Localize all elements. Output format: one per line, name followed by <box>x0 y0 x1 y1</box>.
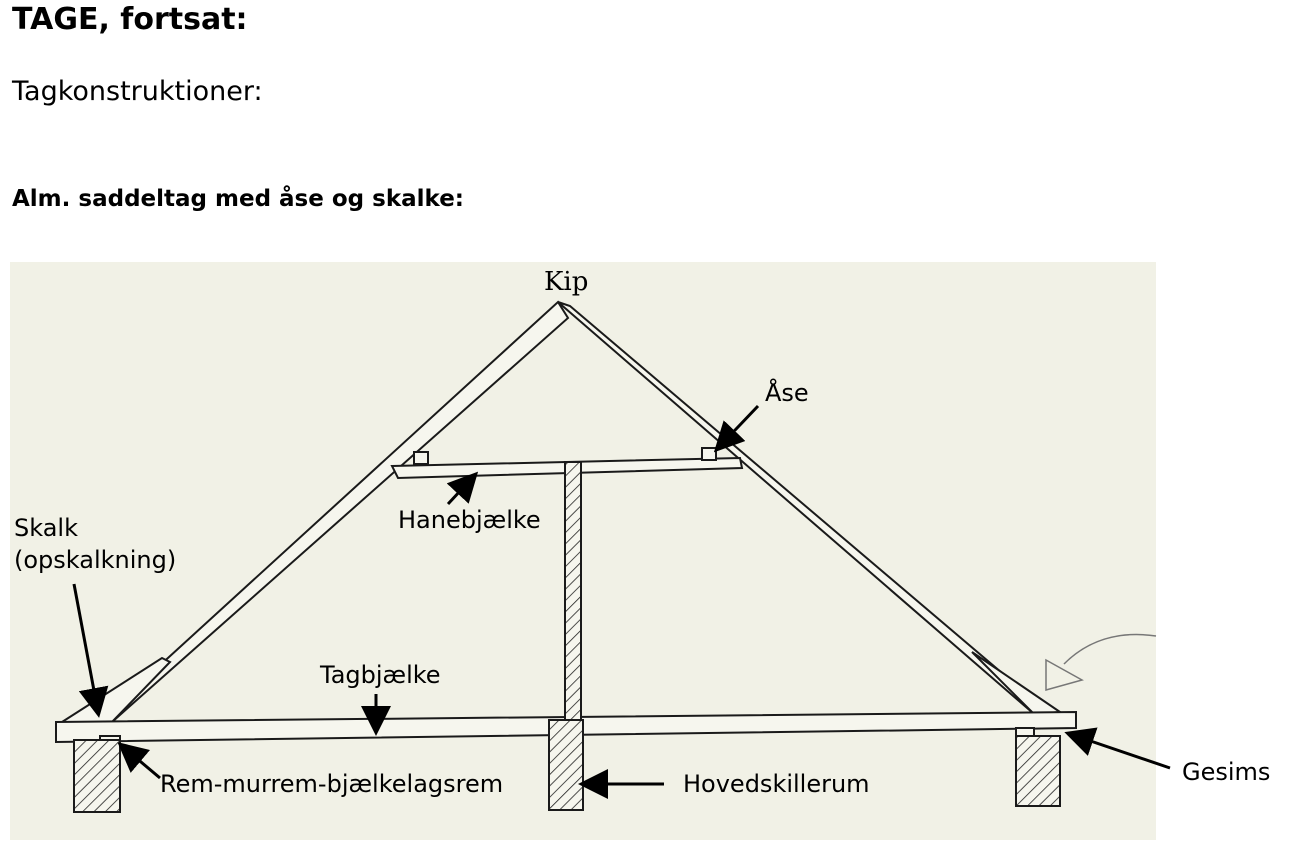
label-hanebjaelke: Hanebjælke <box>398 506 541 534</box>
label-tagbjaelke: Tagbjælke <box>319 661 441 689</box>
label-skalk: Skalk <box>14 514 78 542</box>
rem-arrow <box>117 742 161 780</box>
roof-structure <box>55 300 1077 747</box>
leader-arrows <box>72 404 1171 799</box>
right-purlin <box>701 447 717 461</box>
label-opskalkning: (opskalkning) <box>14 546 176 574</box>
skalk-arrow <box>72 583 109 718</box>
walls <box>73 461 1061 813</box>
sketch-mark <box>1045 633 1157 691</box>
center-wall-base <box>548 719 584 811</box>
right-wall <box>1015 735 1061 807</box>
gesims-arrow <box>1064 727 1171 770</box>
ase-arrow <box>713 404 760 453</box>
left-purlin <box>413 451 429 465</box>
section-heading: Alm. saddeltag med åse og skalke: <box>12 186 464 212</box>
label-kip: Kip <box>544 267 588 297</box>
page-subtitle: Tagkonstruktioner: <box>12 76 263 107</box>
label-ase: Åse <box>765 378 809 407</box>
label-hovedskillerum: Hovedskillerum <box>683 770 870 798</box>
page-title: TAGE, fortsat: <box>12 2 248 37</box>
center-partition-wall <box>564 461 582 721</box>
label-gesims: Gesims <box>1182 758 1270 786</box>
left-wall <box>73 739 121 813</box>
label-rem: Rem-murrem-bjælkelagsrem <box>160 770 503 798</box>
hanebjaelke-arrow <box>446 471 479 506</box>
